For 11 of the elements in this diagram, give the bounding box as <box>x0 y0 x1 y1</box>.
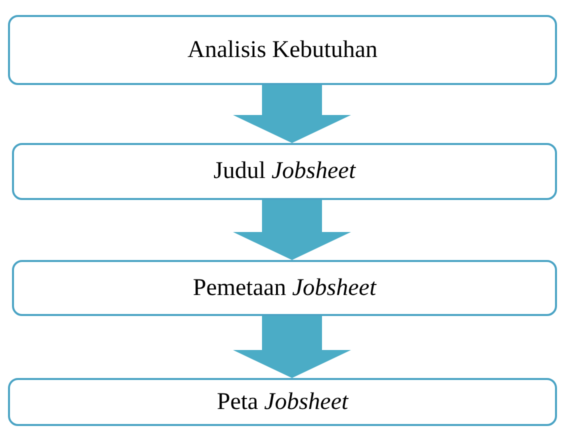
process-box <box>12 260 557 316</box>
block-arrow <box>233 200 351 260</box>
step-label: Judul Jobsheet <box>214 158 356 185</box>
step-label: Pemetaan Jobsheet <box>192 274 376 302</box>
step-label: Peta Jobsheet <box>216 388 348 416</box>
process-box <box>8 15 557 85</box>
step-label: Analisis Kebutuhan <box>188 36 378 64</box>
block-arrow <box>233 316 351 378</box>
process-box <box>8 378 557 426</box>
block-arrow <box>233 85 351 143</box>
process-box <box>12 143 557 200</box>
